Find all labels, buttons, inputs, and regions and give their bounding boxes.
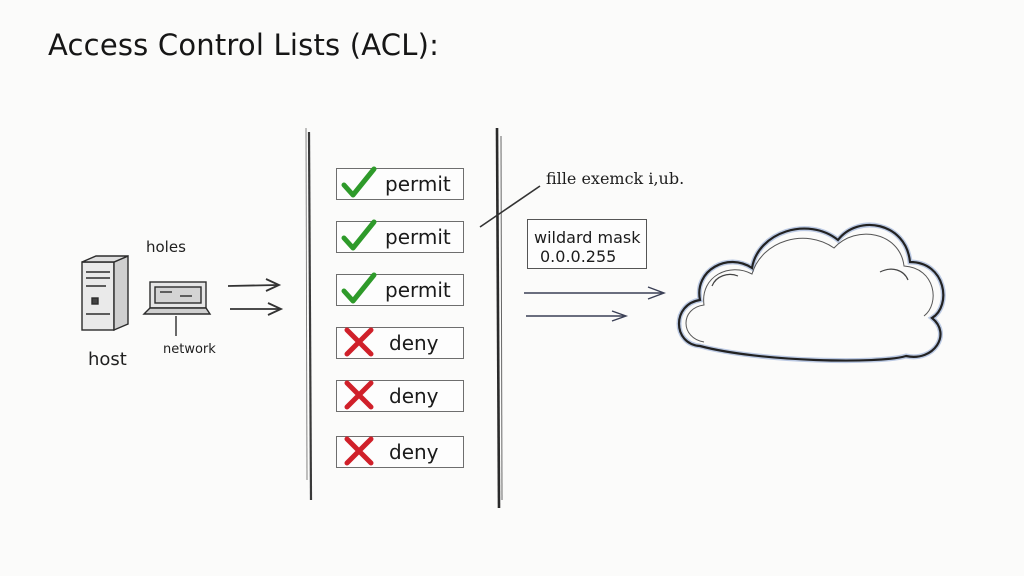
wildcard-mask-label: wildard mask [534,228,641,247]
rule-action: deny [389,331,439,355]
acl-rule-2: permit [336,219,464,253]
wildcard-mask-box: wildard mask 0.0.0.255 [527,219,647,269]
rule-action: permit [385,278,451,302]
holes-label: holes [146,238,186,256]
cross-icon [344,436,374,466]
cross-icon [344,380,374,410]
check-icon [341,272,377,304]
rule-action: deny [389,384,439,408]
firewall-left-post [307,131,313,501]
acl-rule-1: permit [336,166,464,200]
rule-action: permit [385,225,451,249]
server-tower-icon [81,254,129,332]
inbound-arrows [227,278,284,316]
check-icon [341,219,377,251]
host-label: host [88,349,127,370]
acl-rule-6: deny [336,436,464,468]
check-icon [341,166,377,198]
wildcard-mask-value: 0.0.0.255 [540,247,617,266]
terminal-computer-icon [142,281,212,336]
annotation-note: fille exemck i,ub. [546,169,685,188]
page-title: Access Control Lists (ACL): [48,28,440,62]
rule-action: permit [385,172,451,196]
acl-rule-4: deny [336,327,464,359]
note-connector [479,185,541,228]
rule-action: deny [389,440,439,464]
outbound-arrows [524,286,666,322]
acl-rule-3: permit [336,272,464,306]
network-label: network [163,342,216,357]
cross-icon [344,327,374,357]
acl-rule-5: deny [336,380,464,412]
firewall-right-post [495,127,501,509]
cloud-icon [676,222,946,364]
